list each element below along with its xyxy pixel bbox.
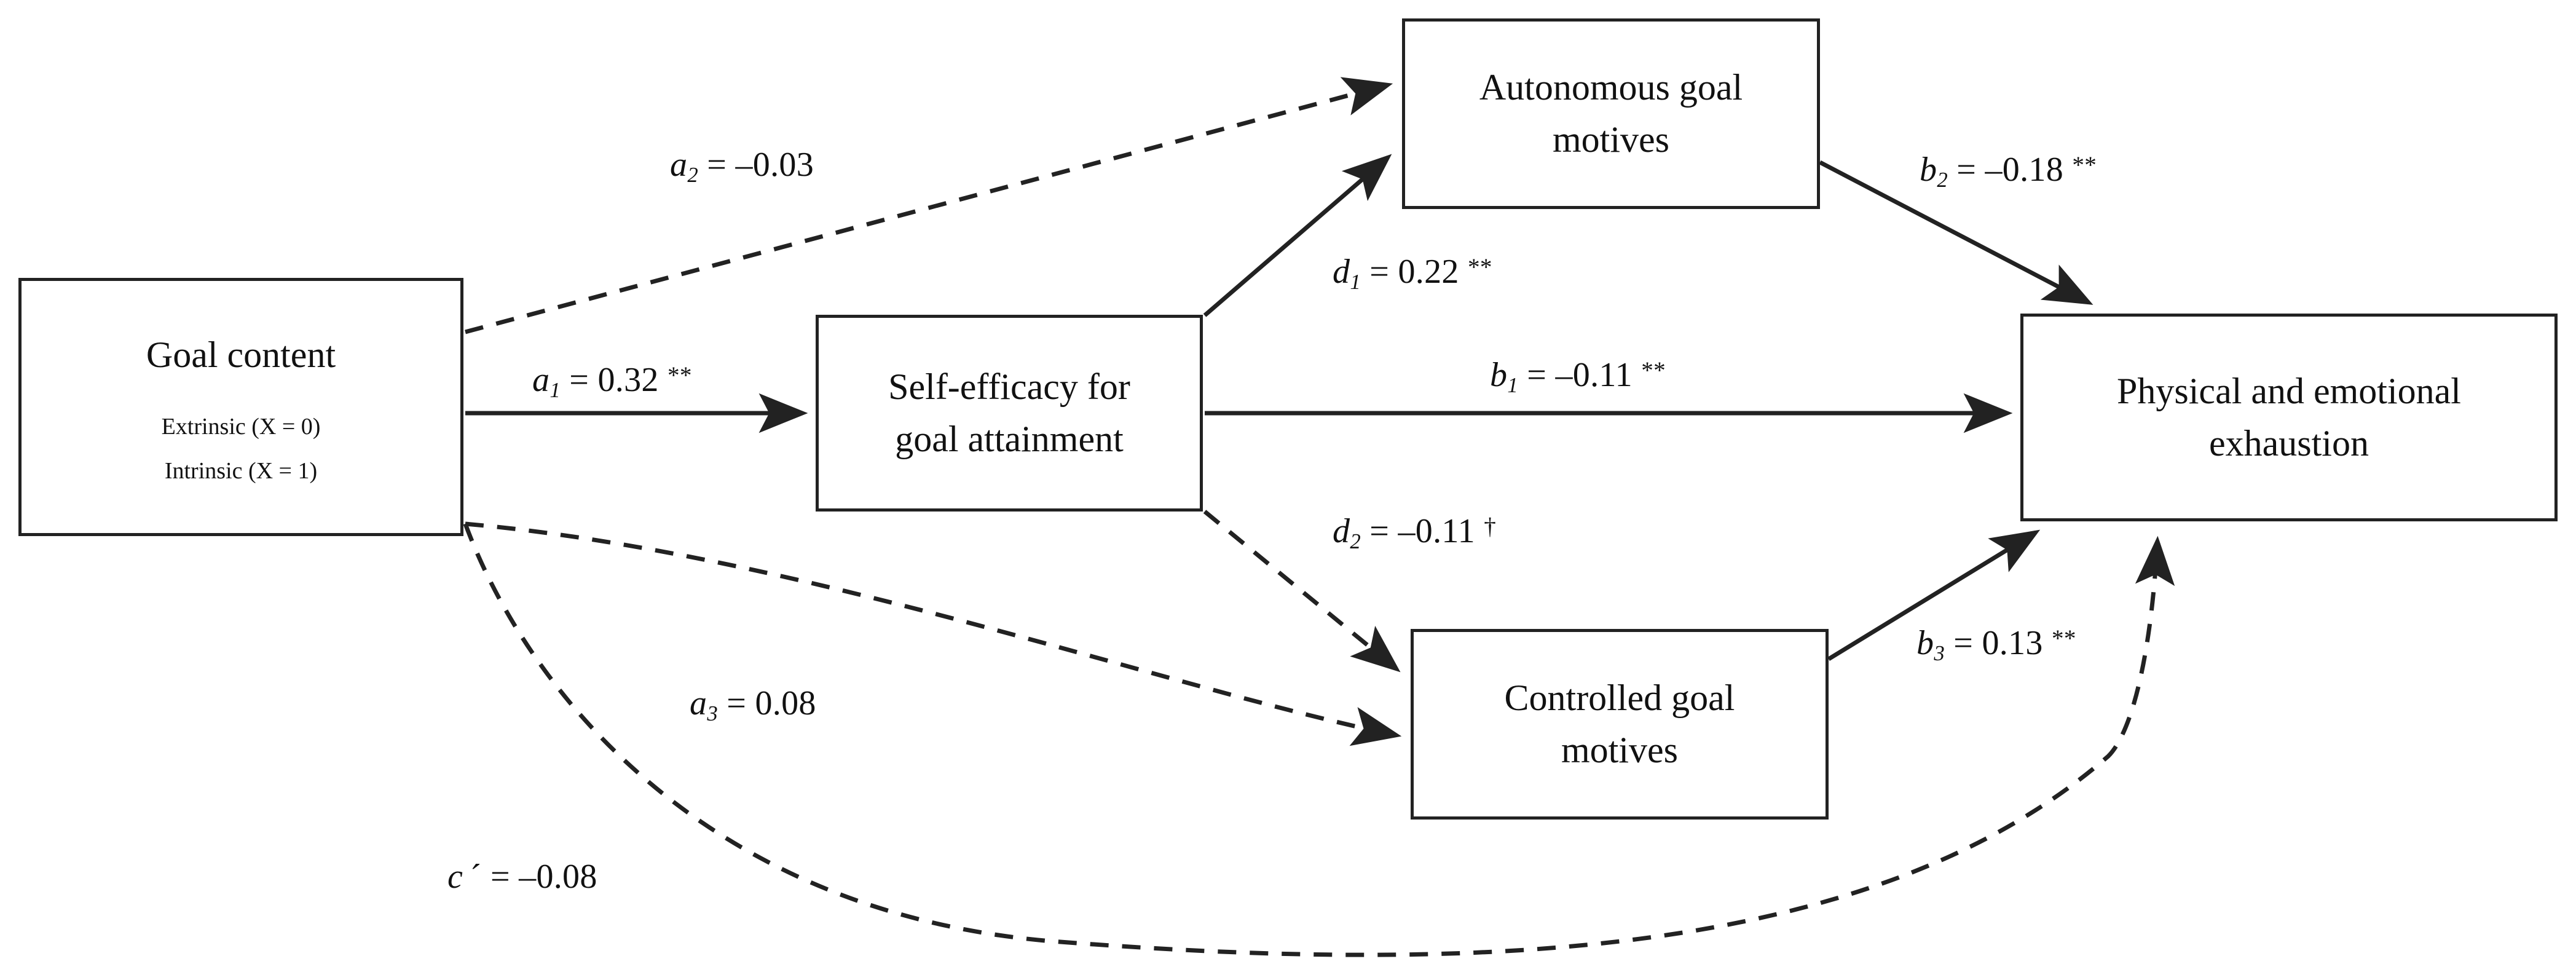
path-label-b3-operator: = bbox=[1953, 624, 1974, 662]
path-label-a2-value: –0.03 bbox=[735, 146, 814, 184]
path-label-b3-symbol: b bbox=[1916, 624, 1934, 662]
node-exhaustion-line2: exhaustion bbox=[2209, 423, 2369, 464]
path-label-b2: b2 = –0.18 ** bbox=[1920, 151, 2097, 191]
node-controlled-line1: Controlled goal bbox=[1504, 677, 1735, 718]
path-label-a1-value: 0.32 bbox=[597, 361, 659, 399]
node-self-efficacy[interactable]: Self-efficacy for goal attainment bbox=[816, 315, 1203, 512]
path-label-a2-subscript: 2 bbox=[687, 163, 698, 188]
path-label-d2-operator: = bbox=[1369, 512, 1390, 550]
path-label-d1-operator: = bbox=[1369, 253, 1390, 291]
path-label-b2-significance: ** bbox=[2072, 151, 2097, 178]
path-label-a2: a2 = –0.03 bbox=[670, 146, 814, 186]
path-label-b2-symbol: b bbox=[1920, 151, 1937, 189]
path-label-b1-operator: = bbox=[1527, 356, 1547, 394]
path-label-b1-symbol: b bbox=[1490, 356, 1508, 394]
path-label-a3-value: 0.08 bbox=[755, 684, 816, 722]
path-label-a3: a3 = 0.08 bbox=[690, 684, 816, 724]
path-label-c-prime-operator: = bbox=[490, 858, 510, 896]
node-exhaustion-line1: Physical and emotional bbox=[2117, 370, 2461, 411]
node-goal-content-extrinsic: Extrinsic (X = 0) bbox=[161, 414, 321, 440]
path-label-a1: a1 = 0.32 ** bbox=[532, 361, 692, 401]
node-autonomous-line2: motives bbox=[1553, 119, 1669, 160]
node-autonomous-line1: Autonomous goal bbox=[1479, 66, 1743, 108]
path-label-b1: b1 = –0.11 ** bbox=[1490, 356, 1666, 396]
path-label-a3-subscript: 3 bbox=[707, 701, 718, 726]
path-label-d1-significance: ** bbox=[1468, 253, 1492, 280]
path-label-a1-significance: ** bbox=[668, 362, 692, 389]
node-controlled-goal-motives[interactable]: Controlled goal motives bbox=[1411, 629, 1829, 820]
path-label-d2-significance: † bbox=[1484, 513, 1497, 540]
path-label-d2-value: –0.11 bbox=[1398, 512, 1475, 550]
node-goal-content[interactable]: Goal content Extrinsic (X = 0) Intrinsic… bbox=[18, 278, 463, 536]
path-label-b1-subscript: 1 bbox=[1507, 373, 1518, 398]
path-arrow-a3 bbox=[465, 521, 1402, 746]
path-arrow-d2 bbox=[1203, 510, 1401, 673]
path-label-d1-symbol: d bbox=[1333, 253, 1350, 291]
path-label-d1-subscript: 1 bbox=[1350, 270, 1361, 294]
path-label-a1-subscript: 1 bbox=[549, 378, 561, 403]
path-label-b2-subscript: 2 bbox=[1937, 168, 1948, 192]
path-label-a3-symbol: a bbox=[690, 684, 707, 722]
path-label-d2: d2 = –0.11 † bbox=[1333, 512, 1497, 552]
path-label-d1-value: 0.22 bbox=[1398, 253, 1459, 291]
path-label-c-prime-mark: ´ bbox=[470, 858, 482, 896]
path-label-a1-operator: = bbox=[569, 361, 589, 399]
path-label-a2-symbol: a bbox=[670, 146, 688, 184]
path-arrow-b3 bbox=[1827, 529, 2041, 661]
path-label-a1-symbol: a bbox=[532, 361, 550, 399]
path-label-b1-value: –0.11 bbox=[1555, 356, 1633, 394]
path-label-b3-subscript: 3 bbox=[1934, 641, 1945, 666]
path-label-d2-subscript: 2 bbox=[1350, 529, 1361, 554]
path-arrow-c-prime bbox=[463, 523, 2175, 957]
path-label-b1-significance: ** bbox=[1641, 357, 1666, 384]
path-label-b3: b3 = 0.13 ** bbox=[1916, 624, 2076, 664]
path-arrow-d1 bbox=[1203, 154, 1392, 317]
path-label-c-prime-symbol: c bbox=[447, 858, 463, 896]
path-label-b3-significance: ** bbox=[2052, 625, 2076, 652]
node-physical-emotional-exhaustion[interactable]: Physical and emotional exhaustion bbox=[2020, 314, 2558, 521]
node-controlled-line2: motives bbox=[1561, 730, 1678, 770]
path-label-d2-symbol: d bbox=[1333, 512, 1350, 550]
path-arrow-a2 bbox=[465, 77, 1393, 334]
path-label-a2-operator: = bbox=[707, 146, 727, 184]
node-self-efficacy-line2: goal attainment bbox=[895, 419, 1124, 459]
node-autonomous-goal-motives[interactable]: Autonomous goal motives bbox=[1402, 18, 1820, 209]
path-arrow-b2 bbox=[1819, 160, 2093, 305]
path-label-c-prime-value: –0.08 bbox=[519, 858, 597, 896]
node-self-efficacy-line1: Self-efficacy for bbox=[888, 366, 1130, 407]
path-label-b2-operator: = bbox=[1956, 151, 1977, 189]
node-goal-content-title: Goal content bbox=[146, 334, 336, 375]
path-label-d1: d1 = 0.22 ** bbox=[1333, 253, 1492, 293]
path-label-a3-operator: = bbox=[727, 684, 747, 722]
path-label-c-prime: c ´ = –0.08 bbox=[447, 859, 597, 894]
node-goal-content-intrinsic: Intrinsic (X = 1) bbox=[164, 457, 318, 484]
path-label-b2-value: –0.18 bbox=[1985, 151, 2063, 189]
path-label-b3-value: 0.13 bbox=[1982, 624, 2043, 662]
